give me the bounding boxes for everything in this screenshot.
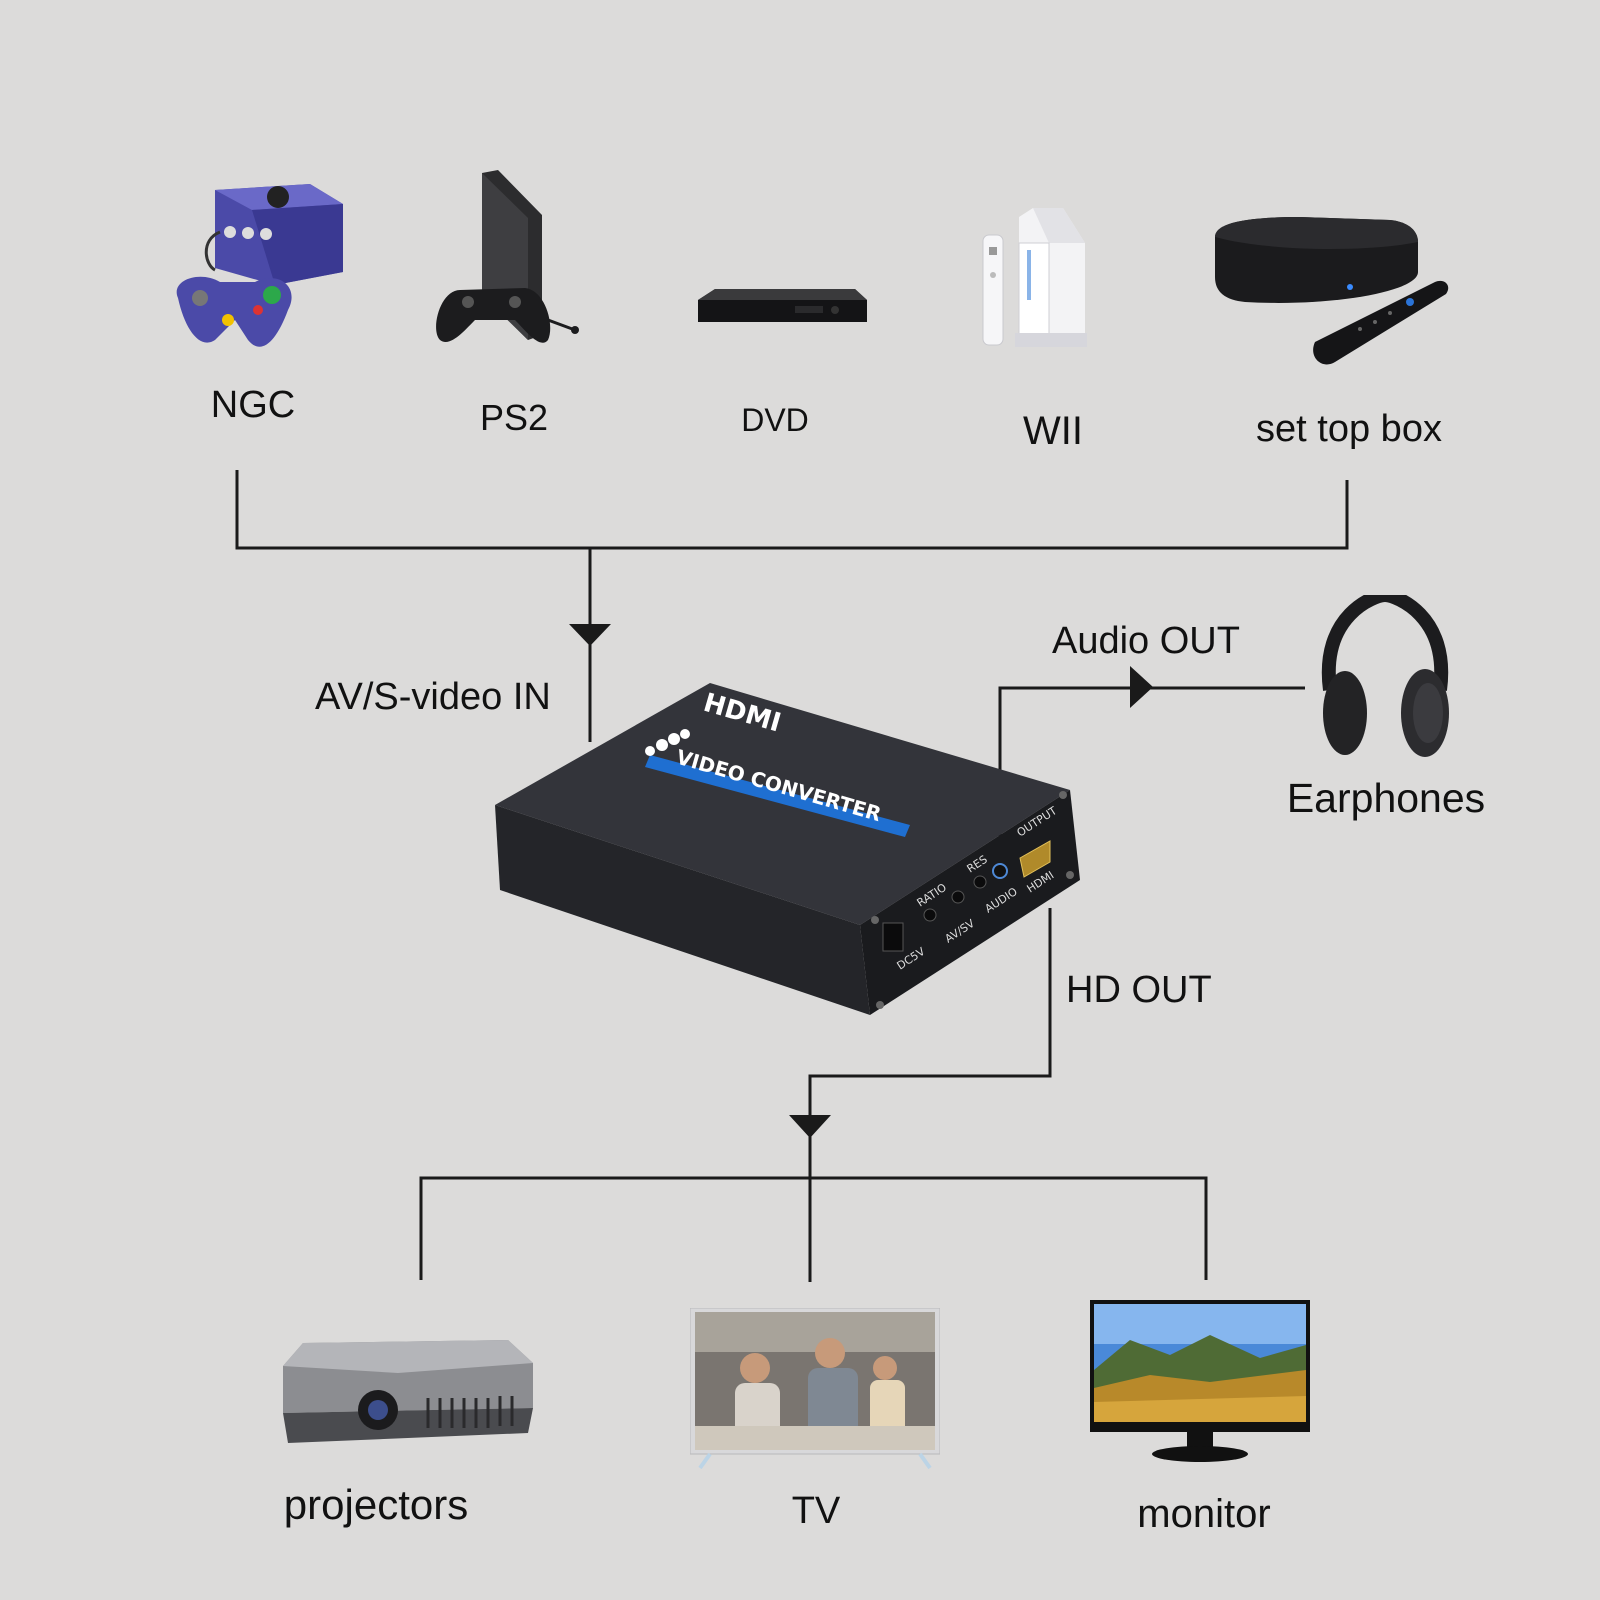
video-converter-box: HDMI VIDEO CONVERTER DC5V RATIO AV/SV RE… — [495, 683, 1080, 1015]
set-top-box-icon — [1215, 217, 1449, 365]
converter-front — [860, 790, 1080, 1015]
audio-out-label: Audio OUT — [1052, 620, 1240, 662]
av-sv-button — [951, 890, 965, 904]
hd-out-label: HD OUT — [1066, 969, 1212, 1011]
res-button — [973, 875, 987, 889]
dc5v-jack — [882, 922, 904, 952]
output-label-tv: TV — [791, 1490, 841, 1532]
tv-icon — [690, 1308, 940, 1470]
hdmi-port — [1019, 840, 1051, 878]
monitor-icon — [1090, 1300, 1310, 1462]
ratio-button — [923, 908, 937, 922]
earphones-label: Earphones — [1286, 775, 1486, 821]
headphones-icon — [1321, 595, 1449, 757]
converter-side — [495, 805, 870, 1015]
input-label: AV/S-video IN — [315, 676, 551, 718]
wii-console-icon — [982, 208, 1087, 347]
output-label-monitor: monitor — [1137, 1492, 1271, 1536]
input-arrow — [569, 624, 611, 646]
source-bus-line — [235, 470, 1349, 550]
source-label-set-top-box: set top box — [1256, 408, 1442, 450]
gamecube-console-icon — [176, 184, 343, 347]
ps2-console-icon — [436, 170, 579, 343]
projector-icon — [283, 1340, 533, 1443]
source-label-ps2: PS2 — [479, 397, 549, 438]
output-label-projectors: projectors — [283, 1481, 469, 1528]
source-label-dvd: DVD — [741, 402, 809, 438]
video-arrow — [789, 1115, 831, 1138]
source-label-wii: WII — [1023, 409, 1083, 453]
source-label-ngc: NGC — [210, 384, 296, 426]
converter-blue-stripe — [645, 755, 910, 837]
audio-arrow — [1130, 666, 1153, 708]
dvd-player-icon — [698, 289, 867, 322]
output-bus-line — [419, 1176, 1208, 1280]
audio-jack — [992, 863, 1008, 879]
